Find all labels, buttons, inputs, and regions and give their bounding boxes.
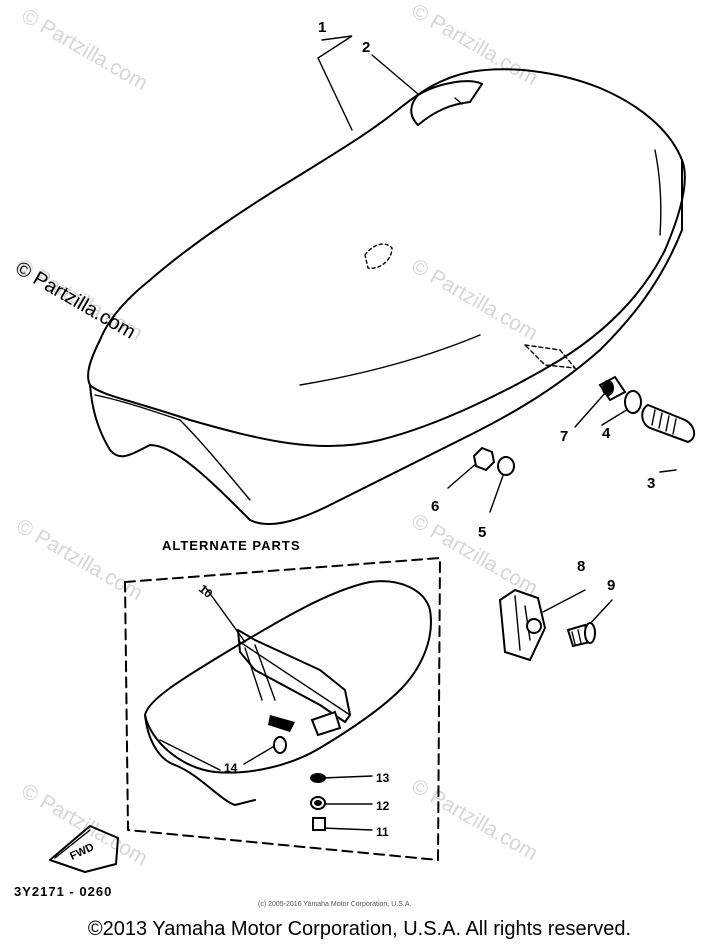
alternate-parts-box — [124, 557, 441, 861]
callout-6: 6 — [431, 498, 439, 515]
spacer-part-7 — [598, 375, 627, 402]
watermark: © Partzilla.com — [408, 254, 542, 345]
watermark-dark: © Partzilla.com — [12, 257, 140, 343]
callout-5: 5 — [478, 524, 486, 541]
screw-part-9 — [566, 622, 596, 648]
callout-2: 2 — [362, 39, 370, 56]
alternate-parts-title: ALTERNATE PARTS — [162, 538, 301, 553]
watermark: © Partzilla.com — [408, 774, 542, 865]
callout-numbers: 1 2 3 4 5 6 7 8 9 10 11 12 13 14 — [196, 19, 655, 839]
bracket-part-8 — [498, 588, 547, 662]
callout-4: 4 — [602, 425, 611, 442]
copyright-footer: ©2013 Yamaha Motor Corporation, U.S.A. A… — [87, 918, 632, 940]
washer-part-4 — [624, 390, 642, 414]
bolt-part-3 — [641, 403, 696, 444]
callout-8: 8 — [577, 558, 585, 575]
callout-9: 9 — [607, 577, 615, 594]
callout-7: 7 — [560, 428, 568, 445]
watermark: © Partzilla.com — [18, 4, 152, 95]
callout-14: 14 — [224, 761, 238, 775]
small-copyright: (c) 2005-2016 Yamaha Motor Corporation, … — [258, 901, 412, 908]
alternate-seat — [144, 580, 432, 831]
watermark: © Partzilla.com — [408, 0, 542, 90]
washer-part-5 — [497, 456, 515, 476]
main-seat — [87, 68, 686, 526]
watermark: © Partzilla.com — [408, 509, 542, 600]
callout-11: 11 — [376, 825, 389, 839]
callout-3: 3 — [647, 475, 655, 492]
callout-1: 1 — [318, 19, 326, 36]
part-code: 3Y2171 - 0260 — [14, 884, 113, 899]
callout-13: 13 — [376, 771, 390, 785]
watermark: © Partzilla.com — [13, 514, 147, 605]
nut-part-6 — [472, 446, 496, 472]
callout-12: 12 — [376, 799, 390, 813]
leader-lines — [205, 35, 677, 831]
